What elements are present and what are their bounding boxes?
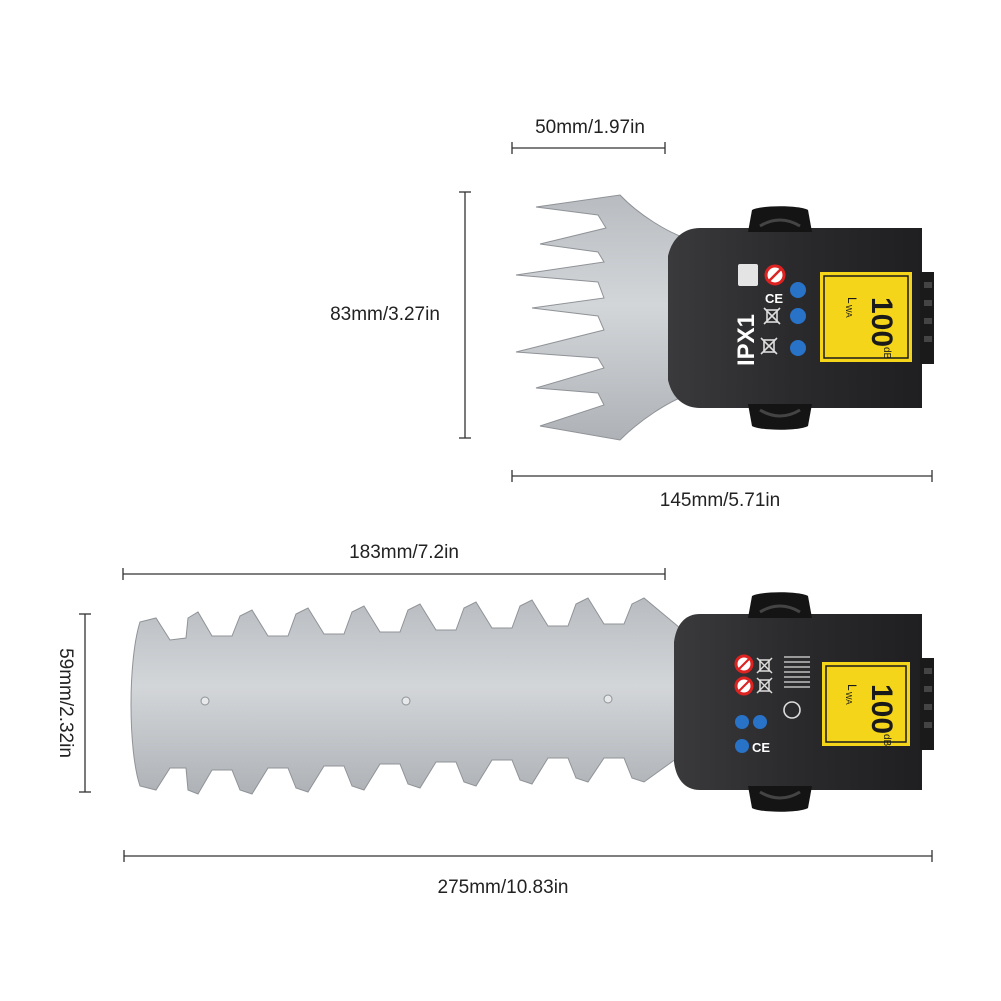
- shear-blade: [515, 194, 686, 441]
- recycle-bin-icon: [760, 307, 781, 355]
- recycle-bin-icon: [756, 657, 773, 694]
- glove-icon: [790, 282, 806, 298]
- shear-height-label: 83mm/3.27in: [330, 304, 440, 325]
- hedge-dimensions: [79, 568, 933, 862]
- eye-protection-icon: [735, 715, 749, 729]
- hedge-noise-subscript: WA: [844, 692, 853, 705]
- hedge-noise-unit: dB: [881, 734, 892, 747]
- shear-blade-assembly: IPX1 CE 100 dB: [515, 194, 934, 441]
- hedge-blade-assembly: CE: [130, 592, 934, 812]
- hedge-noise-label: 100 dB L WA: [822, 662, 910, 747]
- hedge-safety-icons: CE: [734, 654, 810, 755]
- hedge-blade: [130, 597, 681, 795]
- ce-mark-shear: CE: [765, 291, 783, 306]
- hedge-total-length-label: 275mm/10.83in: [438, 877, 569, 898]
- shear-noise-unit: dB: [881, 347, 892, 360]
- hedge-noise-value: 100: [865, 684, 898, 734]
- glove-icon: [735, 739, 749, 753]
- shear-noise-subscript: WA: [844, 305, 853, 318]
- eye-protection-icon: [790, 308, 806, 324]
- hedge-noise-symbol: L: [845, 684, 859, 691]
- ear-protection-icon: [753, 715, 767, 729]
- fine-print-block: [784, 656, 810, 688]
- hedge-rivet: [200, 696, 210, 706]
- shear-safety-icons: CE: [738, 264, 806, 356]
- shear-noise-label: 100 dB L WA: [820, 272, 912, 362]
- ipx1-mark: IPX1: [733, 314, 760, 366]
- hedge-width-label: 59mm/2.32in: [55, 648, 76, 758]
- shear-noise-value: 100: [865, 297, 898, 347]
- read-manual-icon: [783, 701, 801, 719]
- ear-protection-icon: [790, 340, 806, 356]
- hedge-rivet: [401, 696, 411, 706]
- hedge-rivet: [603, 694, 613, 704]
- ce-mark-hedge: CE: [752, 740, 770, 755]
- hedge-cutting-length-label: 183mm/7.2in: [349, 542, 459, 563]
- shear-noise-symbol: L: [845, 297, 859, 304]
- read-manual-icon: [738, 264, 758, 286]
- shear-dimensions: [459, 142, 933, 482]
- shear-total-length-label: 145mm/5.71in: [660, 490, 780, 511]
- shear-top-width-label: 50mm/1.97in: [535, 117, 645, 138]
